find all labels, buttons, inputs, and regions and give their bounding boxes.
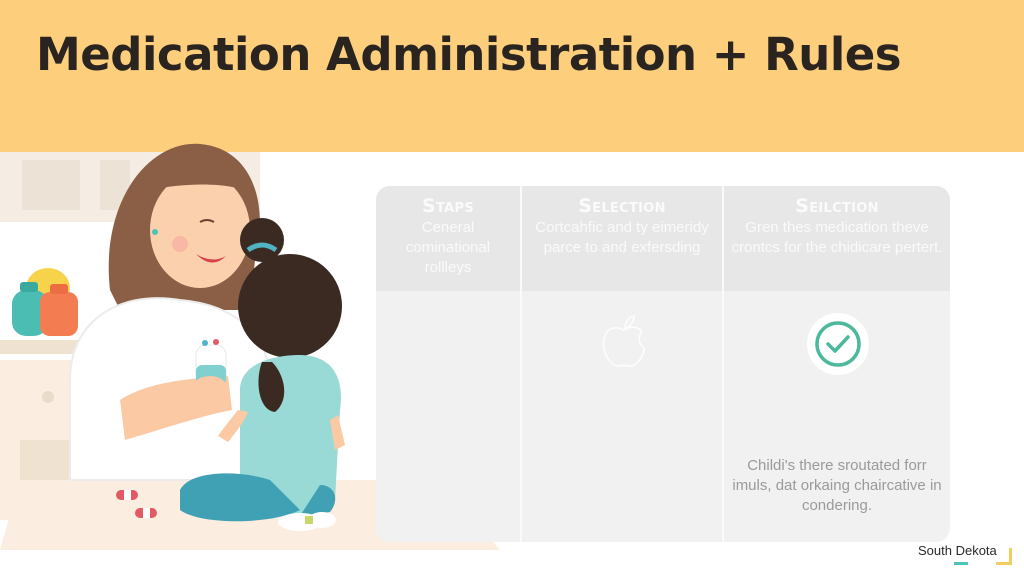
column-description: Ceneral cominational rollleys [405,219,491,276]
orange-jar [40,292,78,336]
column-description: Gren thes medication theve crontcs for t… [731,219,943,256]
header-band: Medication Administration + Rules [0,0,1024,152]
check-circle-icon [807,313,869,375]
column-header: Seilction Gren thes medication theve cro… [724,186,950,291]
column-title: Staps [422,195,474,217]
child-head [238,254,342,358]
column-selection: Selection Cortcahfic and ty eimeridy par… [522,186,724,542]
brand-underline-teal [954,562,968,565]
brand-bracket-yellow [1009,548,1012,565]
column-steps: Staps Ceneral cominational rollleys [376,186,522,542]
info-card: Staps Ceneral cominational rollleys Sele… [376,186,950,542]
column-title: Selection [578,195,666,217]
teal-jar [12,290,48,336]
column-header: Staps Ceneral cominational rollleys [376,186,520,291]
child-bun [240,218,284,262]
brand-label: South Dekota [918,543,997,558]
column-title: Seilction [795,195,879,217]
capsule-2 [135,508,157,518]
capsule-1 [116,490,138,500]
page-title: Medication Administration + Rules [36,28,902,81]
adult-mouth [196,254,226,263]
earring [152,229,158,235]
apple-icon [602,315,645,367]
column-footer-text: Childi's there sroutated forr imuls, dat… [732,457,942,514]
column-header: Selection Cortcahfic and ty eimeridy par… [522,186,722,291]
column-description: Cortcahfic and ty eimeridy parce to and … [535,219,709,256]
brand-bracket-yellow-base [996,562,1012,565]
adult-face [150,172,250,288]
column-selection-2: Seilction Gren thes medication theve cro… [724,186,950,542]
child-pants [180,473,300,522]
